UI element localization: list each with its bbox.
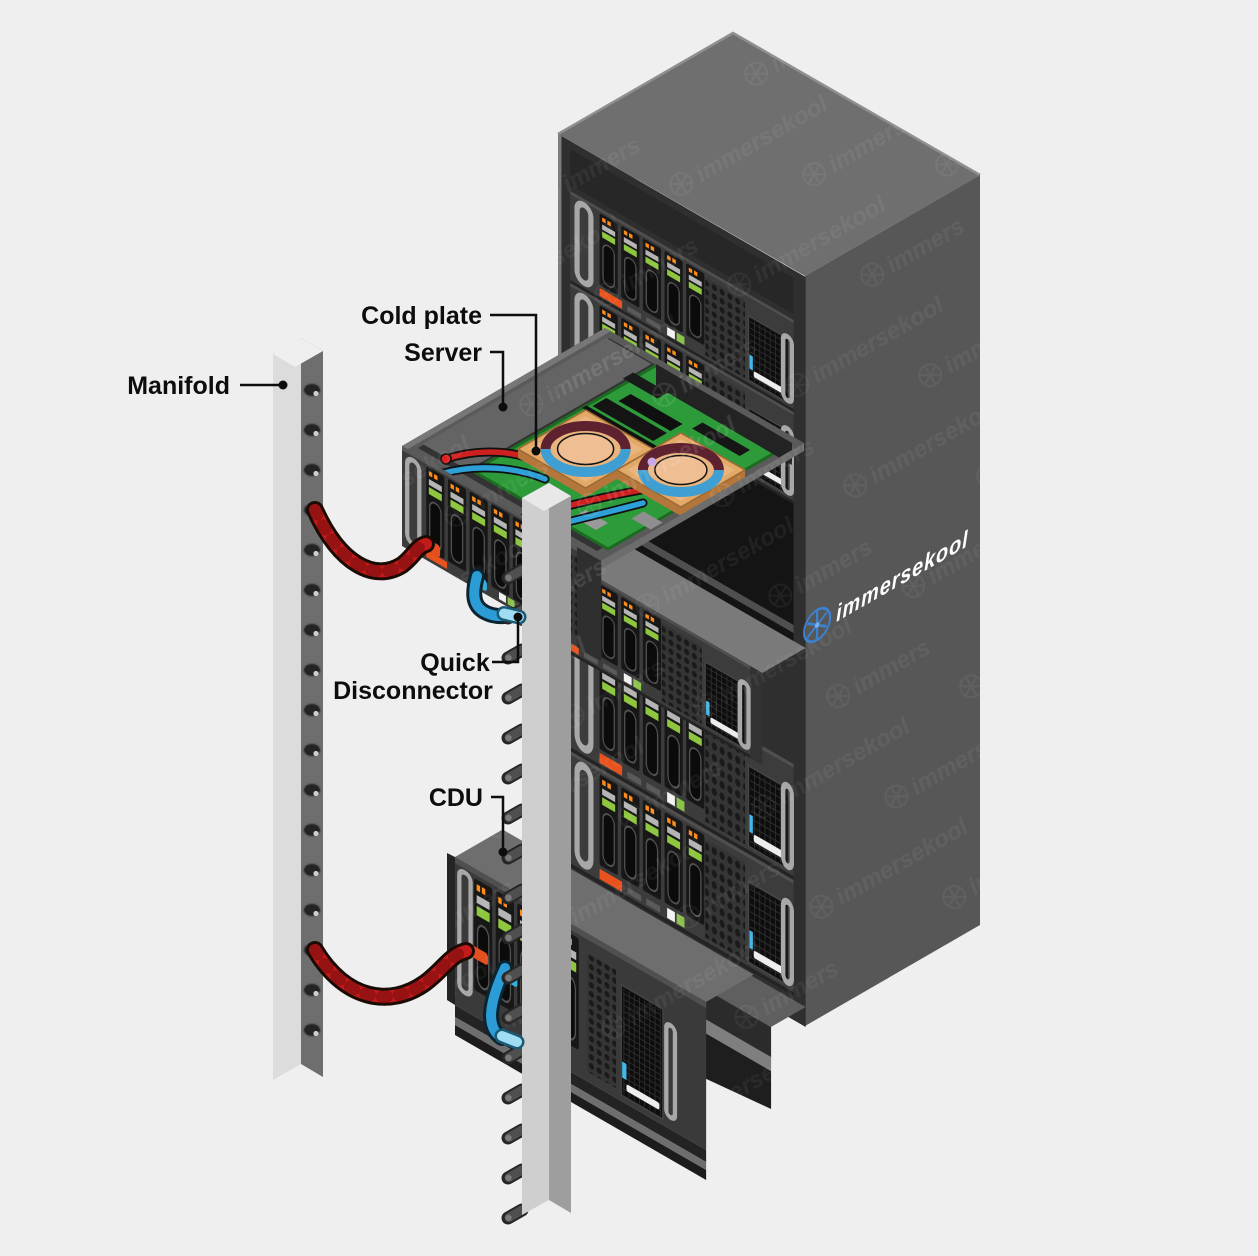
leader-cdu bbox=[491, 795, 508, 857]
snowflake-icon bbox=[803, 606, 832, 644]
coolant-hoses bbox=[306, 501, 520, 1046]
label-manifold: Manifold bbox=[127, 372, 230, 400]
manifold-center bbox=[505, 483, 571, 1221]
leader-quick-disconnector bbox=[492, 612, 523, 664]
label-server: Server bbox=[404, 339, 482, 367]
leader-server bbox=[490, 350, 508, 412]
label-quick-line2: Disconnector bbox=[333, 677, 493, 705]
label-cold-plate: Cold plate bbox=[361, 302, 482, 330]
annotations: Manifold Cold plate Server Quick Disconn… bbox=[127, 302, 541, 857]
hose-hot-cdu bbox=[306, 941, 475, 1006]
leader-cold-plate bbox=[490, 313, 541, 456]
quick-disconnect-sleeves bbox=[494, 606, 527, 1050]
hose-hot-server bbox=[306, 501, 435, 581]
label-quick-line1: Quick bbox=[420, 649, 490, 677]
leader-manifold bbox=[240, 380, 288, 390]
manifold-left bbox=[273, 338, 323, 1080]
label-cdu: CDU bbox=[429, 784, 483, 812]
